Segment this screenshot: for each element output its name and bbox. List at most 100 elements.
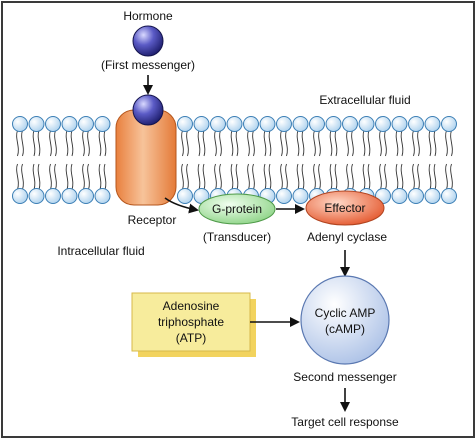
- lipid-tail: [87, 130, 90, 157]
- lipid-tail: [202, 130, 206, 157]
- camp-label-line2: (cAMP): [325, 322, 365, 336]
- extracellular-fluid-label: Extracellular fluid: [319, 93, 410, 107]
- lipid-head-inner: [28, 188, 45, 204]
- lipid-tail: [252, 163, 255, 190]
- lipid-head-outer: [276, 116, 292, 132]
- camp-molecule: [300, 275, 390, 365]
- lipid-tail: [329, 130, 333, 157]
- lipid-tail: [285, 163, 288, 190]
- lipid-head-inner: [391, 188, 408, 204]
- lipid-tail: [219, 130, 222, 157]
- lipid-tail: [268, 130, 272, 157]
- hormone-molecule: [132, 25, 164, 57]
- lipid-tail: [65, 130, 69, 157]
- lipid-tail: [214, 163, 217, 190]
- lipid-head-outer: [391, 116, 408, 132]
- lipid-tail: [16, 163, 19, 190]
- first-messenger-label: (First messenger): [101, 58, 195, 72]
- lipid-head-outer: [259, 116, 276, 132]
- lipid-tail: [301, 130, 305, 157]
- lipid-head-inner: [276, 188, 292, 204]
- lipid-tail: [32, 163, 36, 190]
- lipid-tail: [70, 163, 74, 190]
- lipid-tail: [395, 163, 399, 190]
- lipid-tail: [230, 163, 234, 190]
- lipid-tail: [82, 163, 85, 190]
- lipid-head-outer: [292, 116, 309, 132]
- lipid-tail: [400, 163, 404, 190]
- lipid-tail: [98, 163, 102, 190]
- lipid-head-inner: [177, 188, 193, 204]
- hormone-label: Hormone: [123, 9, 173, 23]
- lipid-tail: [280, 163, 283, 190]
- lipid-tail: [417, 163, 420, 190]
- lipid-tail: [412, 130, 415, 157]
- lipid-head-inner: [61, 188, 78, 204]
- lipid-tail: [37, 130, 41, 157]
- lipid-tail: [384, 163, 387, 190]
- lipid-tail: [252, 130, 255, 157]
- lipid-tail: [247, 163, 250, 190]
- lipid-tail: [197, 130, 201, 157]
- lipid-head-inner: [292, 188, 309, 204]
- lipid-tail: [82, 130, 85, 157]
- g-protein-label: G-protein: [212, 202, 262, 216]
- lipid-head-outer: [309, 116, 325, 132]
- lipid-tail: [65, 163, 69, 190]
- lipid-tail: [49, 130, 52, 157]
- lipid-tail: [87, 163, 90, 190]
- g-protein: [198, 193, 276, 225]
- lipid-tail: [296, 130, 300, 157]
- lipid-head-outer: [210, 116, 226, 132]
- effector-label: Effector: [324, 201, 365, 215]
- lipid-tail: [346, 163, 349, 190]
- lipid-tail: [367, 130, 371, 157]
- receptor-label: Receptor: [128, 213, 177, 227]
- atp-label-line3: (ATP): [176, 331, 206, 345]
- lipid-head-outer: [226, 116, 243, 132]
- lipid-tail: [32, 130, 36, 157]
- lipid-tail: [395, 130, 399, 157]
- lipid-tail: [384, 130, 387, 157]
- lipid-tail: [247, 130, 250, 157]
- lipid-head-outer: [342, 116, 358, 132]
- lipid-tail: [428, 130, 432, 157]
- adenyl-cyclase-label: Adenyl cyclase: [307, 230, 387, 244]
- intracellular-fluid-label: Intracellular fluid: [57, 244, 144, 258]
- lipid-tail: [362, 130, 366, 157]
- arrow-receptor-to-gprotein: [164, 197, 199, 214]
- lipid-tail: [379, 163, 382, 190]
- lipid-tail: [379, 130, 382, 157]
- lipid-tail: [318, 130, 321, 157]
- lipid-head-outer: [28, 116, 45, 132]
- lipid-tail: [450, 130, 453, 157]
- lipid-tail: [235, 163, 239, 190]
- lipid-tail: [70, 130, 74, 157]
- lipid-tail: [362, 163, 366, 190]
- lipid-tail: [296, 163, 300, 190]
- lipid-tail: [351, 163, 354, 190]
- lipid-tail: [367, 163, 371, 190]
- hormone-bound-molecule: [132, 94, 164, 126]
- lipid-head-outer: [408, 116, 424, 132]
- lipid-head-outer: [177, 116, 193, 132]
- lipid-tail: [98, 130, 102, 157]
- lipid-tail: [445, 130, 448, 157]
- lipid-head-inner: [78, 188, 94, 204]
- atp-label-line2: triphosphate: [158, 315, 224, 329]
- lipid-head-inner: [12, 188, 28, 204]
- lipid-tail: [346, 130, 349, 157]
- lipid-tail: [400, 130, 404, 157]
- second-messenger-label: Second messenger: [293, 370, 396, 384]
- lipid-tail: [334, 163, 338, 190]
- lipid-tail: [263, 130, 267, 157]
- lipid-tail: [54, 130, 57, 157]
- lipid-tail: [280, 130, 283, 157]
- lipid-head-inner: [408, 188, 424, 204]
- lipid-tail: [433, 163, 437, 190]
- lipid-tail: [318, 163, 321, 190]
- lipid-tail: [219, 163, 222, 190]
- lipid-head-outer: [61, 116, 78, 132]
